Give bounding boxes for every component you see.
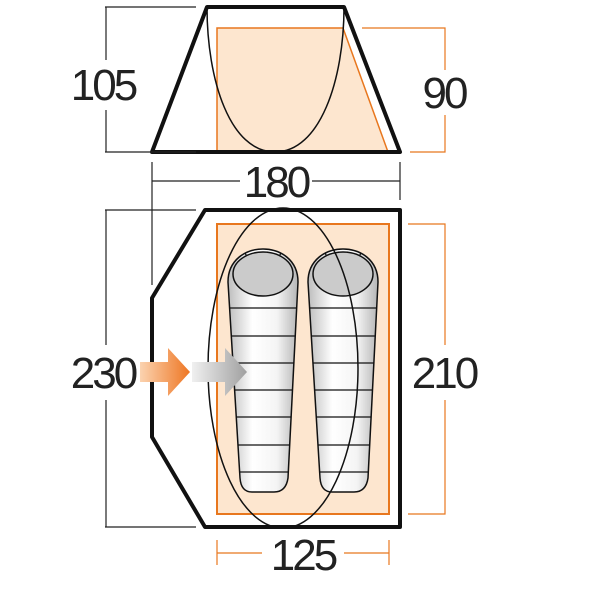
width-125-label: 125	[271, 531, 337, 580]
height-105-bracket	[105, 6, 196, 153]
outer-tent-side	[150, 5, 402, 154]
floor-plan: 230 210 125	[71, 207, 481, 580]
orange-arrow-icon	[140, 348, 190, 396]
outer-tent-floor	[150, 208, 402, 529]
width-180-label: 180	[244, 158, 310, 207]
height-105-label: 105	[71, 61, 137, 110]
height-90-bracket	[362, 27, 446, 153]
side-view: 105 90 180	[71, 5, 470, 285]
length-230-bracket	[105, 209, 196, 528]
height-90-label: 90	[423, 69, 467, 118]
width-125-bracket	[216, 540, 390, 565]
hood-opening	[232, 251, 294, 297]
gray-arrow-icon	[192, 348, 247, 396]
length-230-label: 230	[71, 349, 137, 398]
length-210-bracket	[408, 223, 446, 515]
length-210-label: 210	[412, 349, 478, 398]
width-180-bracket	[151, 162, 401, 285]
sleeping-bag-left	[227, 248, 299, 493]
inner-tent-side	[216, 27, 390, 153]
